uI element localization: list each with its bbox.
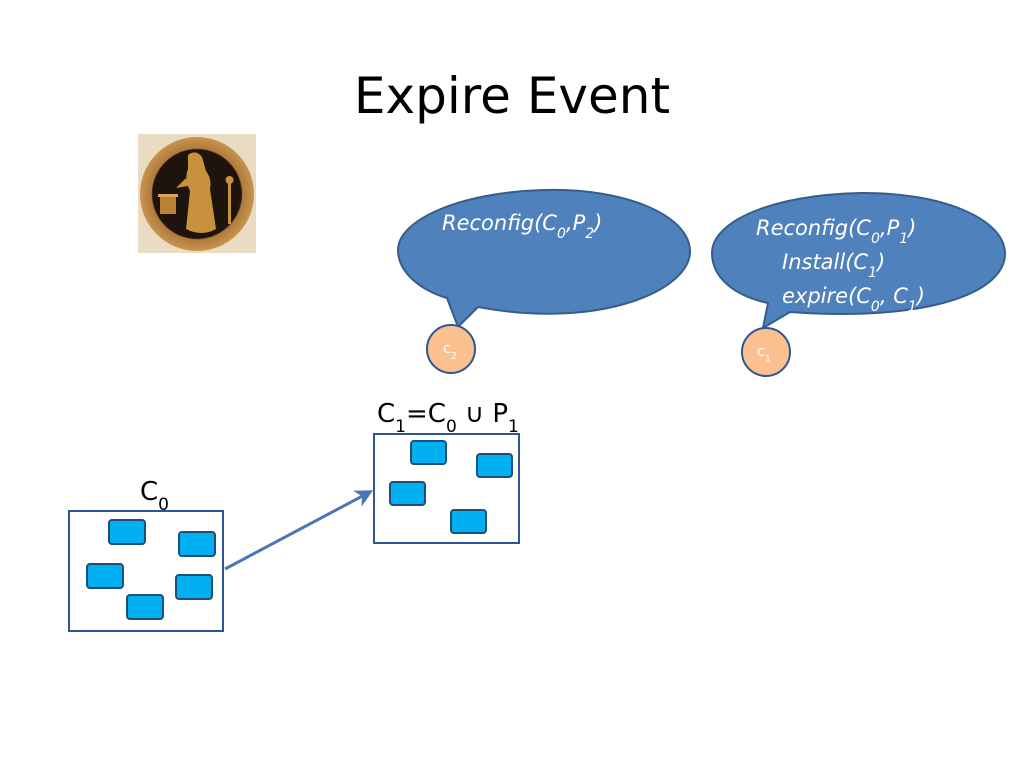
member-node	[86, 563, 124, 589]
transition-arrow	[224, 490, 374, 571]
config-c1-label: C1=C0 ∪ P1	[377, 399, 519, 437]
slide-title: Expire Event	[353, 67, 671, 125]
c2-speech-bubble	[396, 188, 692, 329]
member-node	[178, 531, 216, 557]
greek-vase-medallion-icon	[138, 134, 256, 253]
node-c2: c2	[426, 324, 476, 374]
config-c0-members	[86, 519, 216, 620]
member-node	[410, 440, 447, 465]
member-node	[108, 519, 146, 545]
c1-bubble-message: Reconfig(C0,P1)Install(C1)expire(C0, C1)	[756, 216, 925, 315]
config-c0-label: C0	[140, 477, 169, 515]
member-node	[389, 481, 426, 506]
member-node	[450, 509, 487, 534]
node-c1-label: c1	[757, 344, 771, 365]
c2-bubble-message: Reconfig(C0,P2)	[442, 211, 602, 242]
config-c1-members	[389, 440, 513, 534]
member-node	[476, 453, 513, 478]
member-node	[126, 594, 164, 620]
node-c1: c1	[741, 327, 791, 377]
node-c2-label: c2	[443, 341, 457, 362]
member-node	[175, 574, 213, 600]
c1-speech-bubble	[710, 191, 1007, 331]
